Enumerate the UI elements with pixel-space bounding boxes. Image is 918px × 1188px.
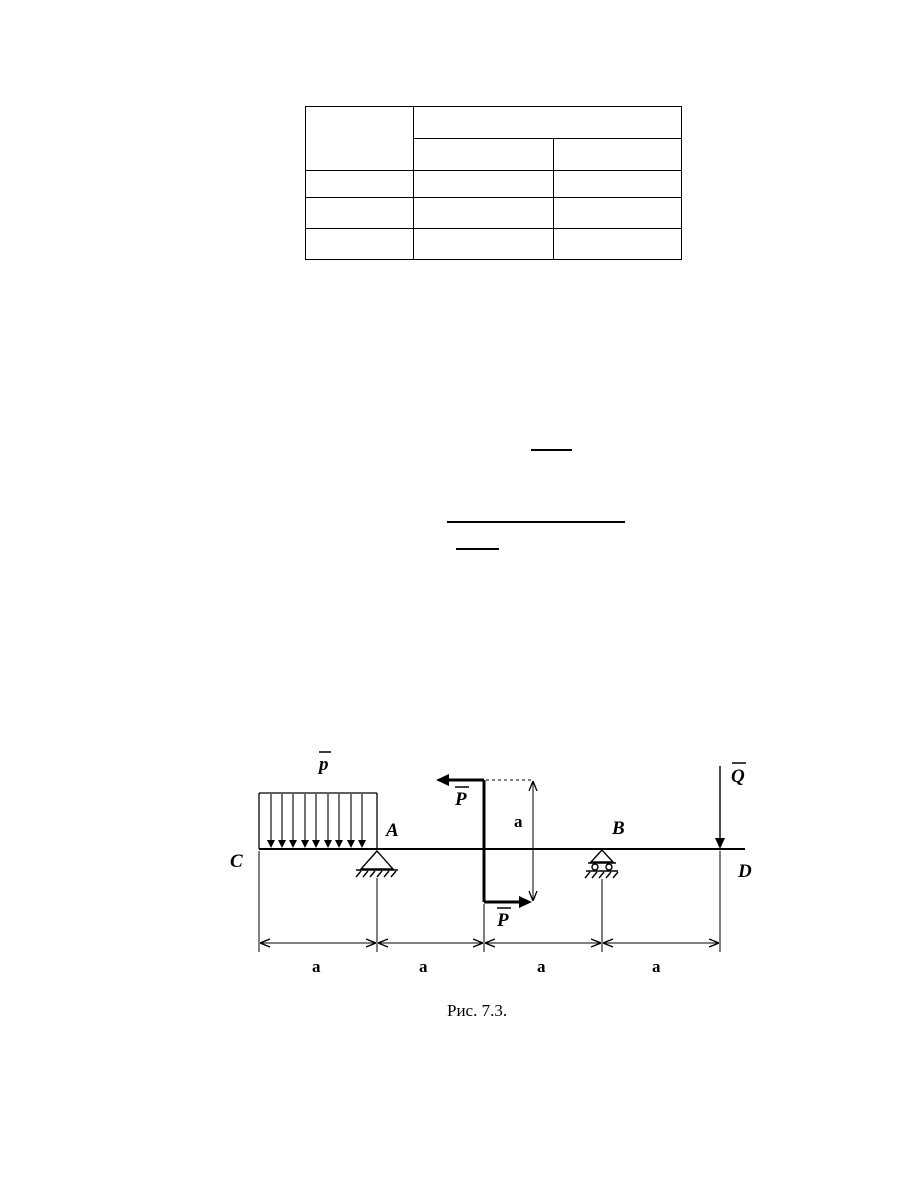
label-p-top: P: [454, 789, 467, 810]
figure-caption: Рис. 7.3.: [447, 1001, 507, 1020]
table-line: [305, 228, 682, 229]
fraction-bar: [456, 548, 499, 550]
label-p: p: [317, 754, 329, 775]
table-line: [413, 106, 414, 260]
support-b-roller: [584, 848, 619, 879]
fraction-bar: [531, 449, 572, 451]
table-line: [305, 170, 682, 171]
table-line: [553, 138, 554, 260]
table-line: [413, 138, 682, 139]
label-d-point: D: [737, 861, 752, 882]
label-q: Q: [731, 766, 745, 787]
support-a-pin: [355, 849, 398, 878]
label-b-point: B: [611, 818, 625, 839]
vertical-dimension: [486, 779, 533, 900]
label-a-point: A: [385, 820, 399, 841]
fraction-bar: [447, 521, 625, 523]
table-line: [681, 106, 682, 260]
dimension-label: a: [312, 957, 321, 976]
distributed-load: [258, 792, 378, 849]
dimension-label: a: [419, 957, 428, 976]
arrow-right-icon: [519, 896, 532, 908]
dimension-label: a: [652, 957, 661, 976]
label-c-point: C: [230, 851, 243, 872]
table-line: [305, 197, 682, 198]
arrow-down-icon: [715, 838, 725, 849]
extension-lines: [258, 851, 721, 952]
force-q: [715, 766, 725, 849]
force-couple: [436, 774, 532, 908]
arrow-left-icon: [436, 774, 449, 786]
table-line: [305, 259, 682, 260]
table-line: [305, 106, 306, 260]
label-p-bottom: P: [496, 910, 509, 931]
vector-overbars: [319, 751, 746, 909]
label-a-vertical: a: [514, 812, 523, 831]
dimension-label: a: [537, 957, 546, 976]
table-line: [305, 106, 682, 107]
